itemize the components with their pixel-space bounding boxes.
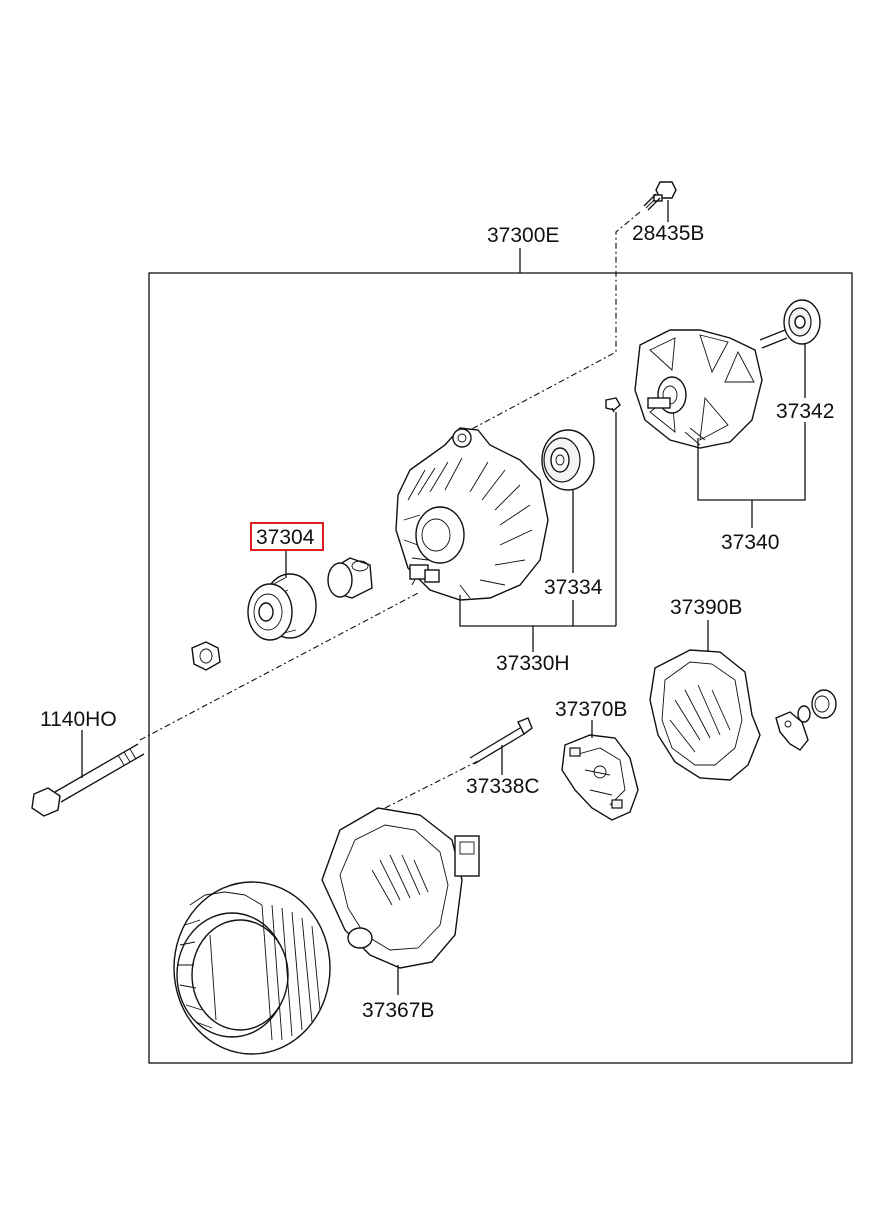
leader-37330H <box>459 595 616 627</box>
bolt-28435B-part <box>643 181 677 211</box>
label-28435B: 28435B <box>632 222 704 245</box>
assembly-frame <box>148 272 853 1064</box>
rear-cover-37390B-part <box>649 649 761 781</box>
label-37300E: 37300E <box>487 224 559 247</box>
label-37338C: 37338C <box>466 775 540 798</box>
rotor-37340-part <box>634 329 788 449</box>
regulator-37370B-part <box>561 734 639 821</box>
bolt-1140HO-part <box>31 743 145 817</box>
label-37304: 37304 <box>256 526 315 549</box>
dash-37367B <box>384 759 481 809</box>
bearing-37334-part <box>541 429 595 491</box>
nut-part <box>191 641 221 671</box>
label-37342: 37342 <box>776 400 834 423</box>
label-37334: 37334 <box>544 576 603 599</box>
rear-housing-37367B-part <box>321 807 480 969</box>
label-37367B: 37367B <box>362 999 434 1022</box>
dash-28435B <box>469 211 641 431</box>
highlight-box-37304 <box>250 522 324 551</box>
collar-part <box>327 557 373 599</box>
axis-dash <box>139 591 421 741</box>
terminal-part <box>775 689 837 751</box>
label-1140HO: 1140HO <box>40 708 117 731</box>
bolt-37338C-part <box>469 717 533 765</box>
label-37370B: 37370B <box>555 698 627 721</box>
label-37340: 37340 <box>721 531 779 554</box>
pulley-37304-part <box>247 573 317 641</box>
stator-part <box>173 881 331 1055</box>
front-housing-37330H-part <box>395 427 549 601</box>
label-37330H: 37330H <box>496 652 570 675</box>
bearing-37342-part <box>783 299 821 345</box>
screw-small-part <box>605 397 621 413</box>
label-37390B: 37390B <box>670 596 742 619</box>
